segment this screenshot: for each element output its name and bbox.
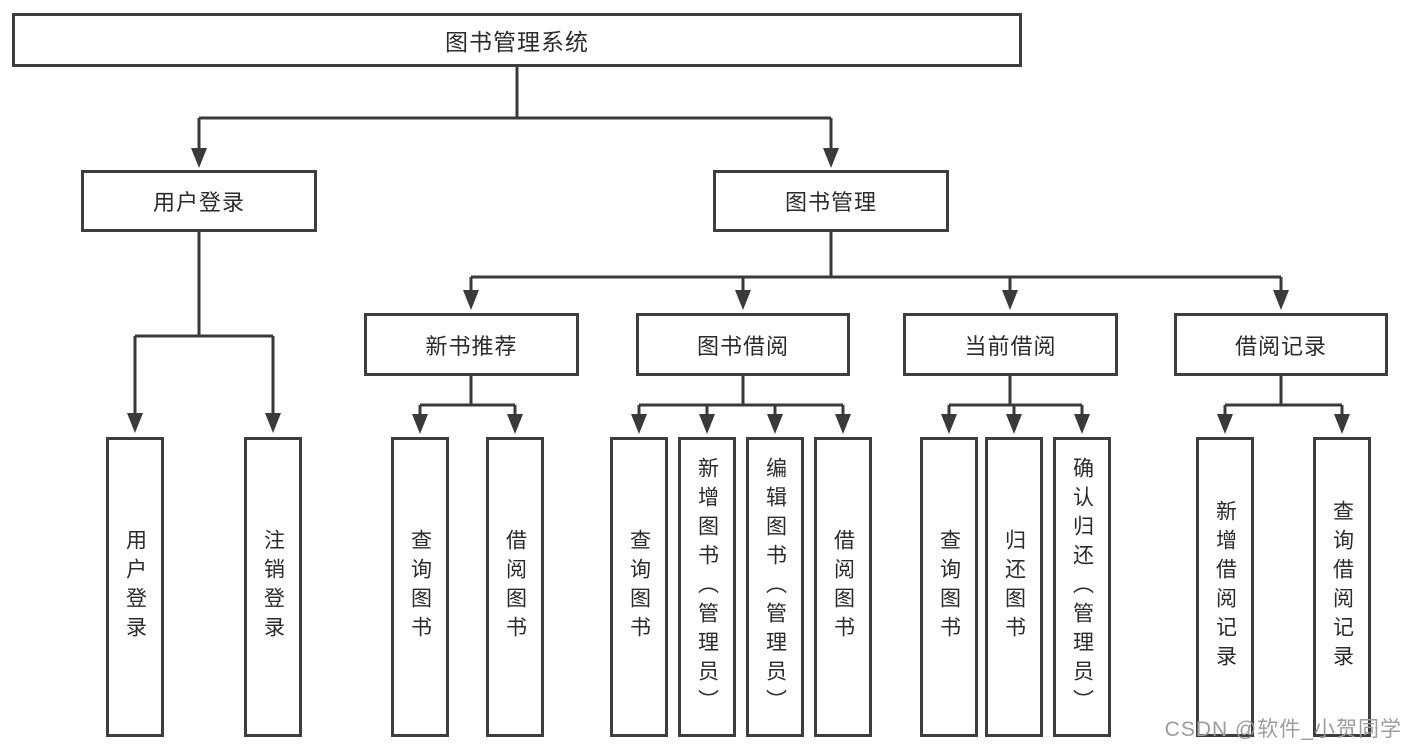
node-label: 用户登录: [152, 190, 245, 215]
leaf-add-borrow-record: 新增借阅记录: [1196, 437, 1254, 737]
node-label: 借阅记录: [1234, 333, 1327, 359]
leaf-borrow-books: 借阅图书: [814, 437, 872, 737]
leaf-label: 确认归还（管理员）: [1070, 456, 1094, 718]
node-new-book-recommendation: 新书推荐: [364, 313, 579, 376]
arrowhead-icons: [127, 148, 1350, 434]
leaf-label: 注销登录: [261, 529, 285, 645]
node-label: 新书推荐: [425, 333, 518, 359]
leaf-label: 查询图书: [627, 529, 651, 645]
leaf-edit-book-admin: 编辑图书（管理员）: [746, 437, 804, 737]
leaf-label: 新增借阅记录: [1213, 500, 1237, 674]
node-label: 当前借阅: [964, 333, 1057, 359]
leaf-label: 借阅图书: [503, 529, 527, 645]
leaf-return-books: 归还图书: [985, 437, 1043, 737]
csdn-watermark: CSDN @软件_小贺同学: [1164, 718, 1402, 741]
node-label: 图书管理: [784, 190, 877, 215]
leaf-label: 编辑图书（管理员）: [763, 456, 787, 718]
leaf-user-login: 用户登录: [106, 437, 164, 737]
node-current-borrowing: 当前借阅: [903, 313, 1118, 376]
leaf-label: 新增图书（管理员）: [695, 456, 719, 718]
leaf-query-books-current: 查询图书: [920, 437, 978, 737]
connector-segments: [133, 67, 1344, 418]
node-borrowing-records: 借阅记录: [1174, 313, 1388, 376]
leaf-borrow-books-recommend: 借阅图书: [486, 437, 544, 737]
leaf-logout: 注销登录: [244, 437, 302, 737]
leaf-query-borrow-record: 查询借阅记录: [1313, 437, 1371, 737]
leaf-label: 归还图书: [1002, 529, 1026, 645]
leaf-query-books-borrow: 查询图书: [610, 437, 668, 737]
leaf-label: 查询图书: [937, 529, 961, 645]
node-book-management: 图书管理: [713, 170, 949, 232]
node-user-login: 用户登录: [81, 170, 317, 232]
leaf-query-books-recommend: 查询图书: [391, 437, 449, 737]
leaf-label: 用户登录: [123, 529, 147, 645]
leaf-label: 查询借阅记录: [1330, 500, 1354, 674]
leaf-add-book-admin: 新增图书（管理员）: [678, 437, 736, 737]
leaf-label: 查询图书: [408, 529, 432, 645]
node-system-root: 图书管理系统: [12, 13, 1022, 67]
node-label: 图书管理系统: [445, 29, 589, 55]
node-label: 图书借阅: [696, 333, 789, 359]
leaf-confirm-return-admin: 确认归还（管理员）: [1053, 437, 1111, 737]
node-book-borrowing: 图书借阅: [636, 313, 850, 376]
leaf-label: 借阅图书: [831, 529, 855, 645]
